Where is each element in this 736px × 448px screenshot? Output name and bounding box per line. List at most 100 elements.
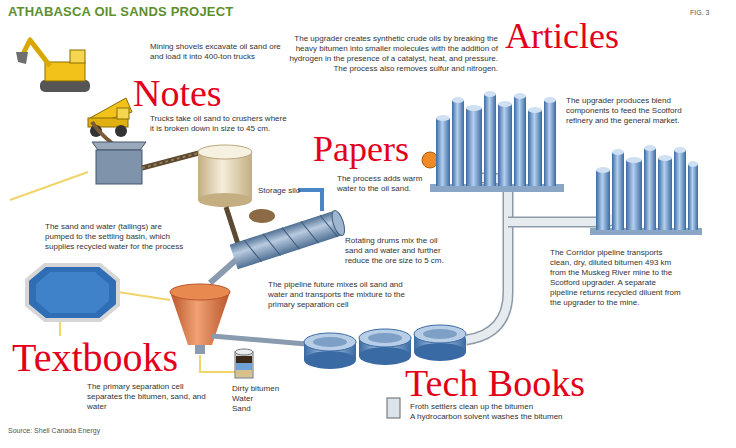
- callout-text: Rotating drums mix the oil sand and wate…: [345, 236, 450, 266]
- ground-line: [118, 292, 170, 300]
- drum-spiral: [244, 212, 338, 265]
- settler-rim: [313, 337, 347, 347]
- slurry-pipeline: [210, 260, 236, 283]
- refinery-tower: [674, 150, 686, 230]
- tower-top: [484, 91, 496, 97]
- tower-top: [466, 105, 482, 111]
- callout-text: The process adds warm water to the oil s…: [337, 174, 425, 194]
- settler-base: [414, 343, 466, 361]
- drum-body: [230, 211, 343, 270]
- refinery-tower: [644, 148, 656, 230]
- upgrader-tower: [514, 96, 526, 186]
- overlay-word: Tech Books: [405, 364, 585, 402]
- tower-top: [514, 93, 526, 99]
- overlay-word: Papers: [313, 131, 409, 167]
- ground-line: [200, 355, 235, 372]
- sample-can-top: [235, 349, 253, 355]
- refinery-tower: [658, 158, 672, 230]
- upgrader-tower: [528, 110, 542, 186]
- callout-text: Mining shovels excavate oil sand ore and…: [150, 42, 290, 62]
- upgrader-tower: [544, 100, 556, 186]
- drum-end: [330, 209, 348, 237]
- callout-text: The upgrader produces blend components t…: [566, 96, 691, 126]
- callout-text: The sand and water (tailings) are pumped…: [45, 222, 185, 252]
- layer-name: Dirty bitumen: [232, 384, 279, 394]
- tower-top: [688, 161, 698, 167]
- tower-top: [596, 167, 610, 173]
- tower-top: [658, 155, 672, 161]
- tower-top: [436, 115, 450, 121]
- settler-top: [414, 325, 466, 343]
- falling-ore: [92, 122, 112, 143]
- tower-top: [544, 97, 556, 103]
- upgrader-tower: [498, 104, 512, 186]
- solvent-unit: [387, 398, 400, 418]
- pond-water: [36, 272, 109, 313]
- overlay-word: Notes: [133, 74, 222, 112]
- callout-text: Trucks take oil sand to crushers where i…: [150, 114, 290, 134]
- callout-text: The primary separation cell separates th…: [87, 382, 207, 412]
- settler-top: [359, 329, 411, 347]
- part-name: Storage silo: [258, 186, 300, 196]
- shovel-track: [40, 80, 90, 92]
- bitumen-layer: [236, 356, 252, 363]
- refinery-tower: [688, 164, 698, 230]
- overlay-word: Articles: [505, 18, 619, 54]
- corridor-pipeline-edge: [466, 178, 508, 340]
- callout-text: A hydrocarbon solvent washes the bitumen: [410, 412, 563, 422]
- settler-base: [359, 347, 411, 365]
- settler-base: [304, 351, 356, 369]
- silo-top: [198, 145, 252, 159]
- separation-cell-top: [170, 284, 230, 300]
- silo-base: [198, 193, 252, 207]
- callout-text: The Corridor pipeline transports clean, …: [550, 248, 685, 308]
- tower-top: [626, 157, 642, 163]
- water-pipe: [298, 190, 322, 211]
- callout-text: The pipeline future mixes oil sand and w…: [268, 280, 418, 310]
- tower-top: [452, 97, 464, 103]
- settler-top: [304, 333, 356, 351]
- figure-number: FIG. 3: [690, 8, 709, 17]
- callout-text: Froth settlers clean up the bitumen: [410, 402, 533, 412]
- tower-top: [644, 145, 656, 151]
- crusher-hopper: [92, 142, 146, 150]
- refinery-tower: [612, 152, 624, 230]
- layer-name: Water: [232, 394, 253, 404]
- conveyor-belt: [226, 207, 238, 244]
- froth-pipe: [212, 336, 306, 344]
- diagram-title: ATHABASCA OIL SANDS PROJECT: [8, 4, 233, 19]
- settler-rim: [368, 333, 402, 343]
- upgrader-tower: [436, 118, 450, 186]
- tower-top: [528, 107, 542, 113]
- settler-rim: [423, 329, 457, 339]
- callout-text: The upgrader creates synthetic crude oil…: [283, 34, 498, 74]
- ore-pile: [249, 209, 275, 223]
- heater-icon: [422, 152, 438, 168]
- water-layer: [236, 363, 252, 370]
- shovel-cab: [70, 50, 85, 63]
- refinery-tower: [626, 160, 642, 230]
- source-note: Source: Shell Canada Energy: [8, 426, 100, 435]
- rotating-drum: [230, 209, 347, 269]
- upgrader-platform: [430, 184, 564, 192]
- tower-top: [674, 147, 686, 153]
- overlay-word: Textbooks: [12, 338, 178, 378]
- tower-top: [498, 101, 512, 107]
- ground-line: [59, 322, 61, 336]
- refinery-tower: [596, 170, 610, 230]
- cell-outlet: [195, 345, 205, 354]
- corridor-pipeline: [466, 178, 508, 340]
- shovel-bucket: [16, 52, 28, 64]
- truck-cab: [117, 108, 129, 119]
- upgrader-tower: [484, 94, 496, 186]
- sample-can: [235, 352, 253, 378]
- upgrader-tower: [466, 108, 482, 186]
- upgrader-tower: [452, 100, 464, 186]
- tower-top: [612, 149, 624, 155]
- sand-layer: [236, 370, 252, 377]
- tailings-pond: [27, 265, 118, 320]
- truck-wheel: [115, 125, 127, 137]
- crusher: [96, 150, 142, 184]
- layer-name: Sand: [232, 404, 251, 414]
